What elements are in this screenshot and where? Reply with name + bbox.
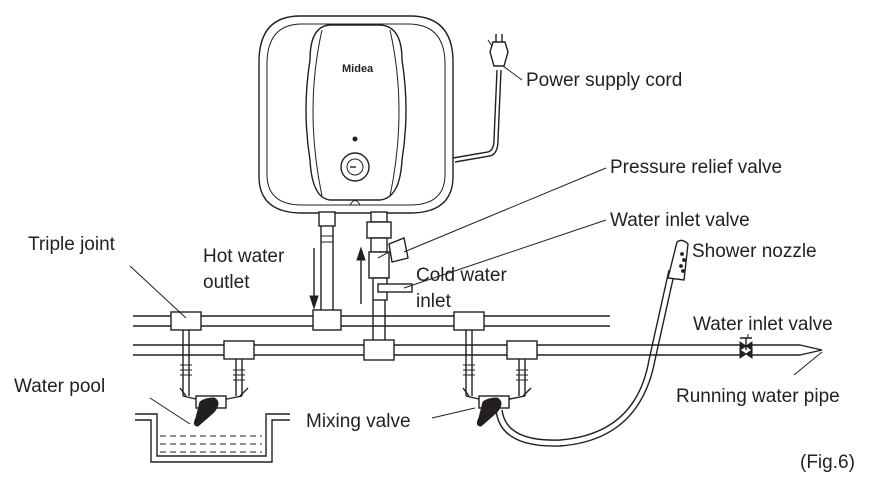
brand-logo: Midea — [342, 63, 374, 75]
label-hot-water-outlet-line2: outlet — [203, 272, 250, 293]
mixing-valve-left — [179, 330, 249, 427]
cold-water-pipe — [366, 211, 413, 344]
label-water-pool: Water pool — [14, 376, 105, 397]
label-water-inlet-valve-right: Water inlet valve — [693, 314, 833, 335]
label-running-water-pipe: Running water pipe — [676, 386, 840, 407]
label-cold-water-inlet-line2: inlet — [416, 291, 452, 312]
mixing-valve-right — [462, 330, 532, 427]
label-power-supply-cord: Power supply cord — [526, 70, 682, 91]
water-pool — [135, 413, 290, 463]
figure-number: (Fig.6) — [800, 452, 855, 473]
power-supply-cord — [452, 34, 523, 163]
main-water-inlet-valve — [739, 337, 753, 359]
label-triple-joint: Triple joint — [28, 234, 116, 255]
water-heater: Midea — [258, 15, 454, 214]
shower-hose — [495, 269, 676, 447]
triple-joint — [506, 340, 538, 360]
plug-icon — [489, 41, 509, 67]
hot-water-line — [133, 315, 610, 327]
label-pressure-relief-valve: Pressure relief valve — [610, 157, 782, 178]
hot-water-pipe — [318, 211, 336, 314]
triple-joint — [223, 340, 255, 360]
triple-joint-cold-inlet — [363, 339, 395, 361]
shower-nozzle — [667, 239, 689, 281]
label-cold-water-inlet-line1: Cold water — [416, 265, 507, 286]
indicator-light — [352, 136, 358, 142]
label-mixing-valve: Mixing valve — [306, 411, 411, 432]
pressure-relief-valve — [388, 237, 409, 263]
label-water-inlet-valve-top: Water inlet valve — [610, 210, 750, 231]
flow-arrows — [309, 246, 366, 310]
water-inlet-valve — [377, 283, 413, 293]
triple-joint — [453, 311, 485, 331]
label-shower-nozzle: Shower nozzle — [692, 241, 817, 262]
leader-lines — [129, 167, 823, 425]
triple-joint — [170, 311, 202, 331]
triple-joint-hot-outlet — [312, 309, 342, 331]
label-hot-water-outlet-line1: Hot water — [203, 246, 285, 267]
